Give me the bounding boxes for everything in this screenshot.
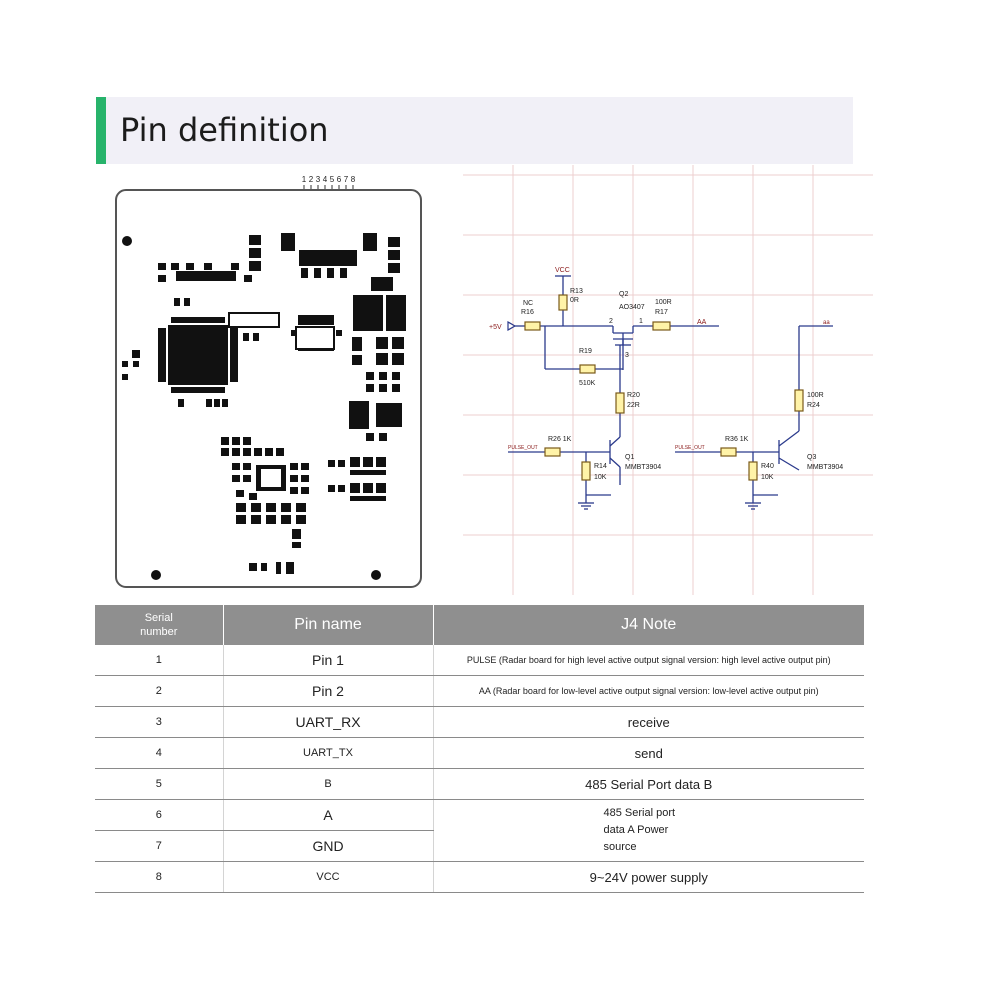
- merged-note-line: source: [603, 841, 637, 853]
- connector-pin-label: 5: [330, 175, 335, 184]
- mosfet-q2: [612, 326, 634, 346]
- r40-value: 10K: [761, 474, 774, 481]
- pin-name-cell: Pin 1: [222, 645, 433, 676]
- section-header: Pin definition: [96, 97, 853, 164]
- header-accent-bar: [96, 97, 106, 164]
- note-cell: PULSE (Radar board for high level active…: [432, 645, 864, 676]
- table-row: 5 B 485 Serial Port data B: [95, 768, 864, 800]
- r19-value: 510K: [579, 380, 596, 387]
- col-header-serial-line1: Serial: [144, 612, 173, 624]
- serial-cell: 1: [95, 645, 223, 676]
- connector-pin-label: 2: [309, 175, 314, 184]
- q2-pin2-label: 2: [609, 318, 613, 325]
- r19-label: R19: [579, 348, 592, 355]
- pulse-out-label-1: PULSE_OUT: [508, 445, 538, 451]
- pin-name-cell: VCC: [222, 861, 433, 893]
- connector-pin-label: 7: [344, 175, 349, 184]
- mounting-hole: [371, 570, 381, 580]
- q2-part: AO3407: [619, 304, 645, 311]
- r17-value: 100R: [655, 299, 672, 306]
- serial-cell: 4: [95, 737, 223, 769]
- output-circuit-schematic: VCC +5V NC R16 R13 0R Q2 AO3407 100R R17…: [463, 165, 873, 595]
- col-header-pin-name: Pin name: [222, 605, 433, 645]
- pin-name-cell: UART_TX: [222, 737, 433, 769]
- r13-value: 0R: [570, 297, 579, 304]
- top-right-net-label: aa: [823, 320, 830, 326]
- note-cell: receive: [432, 706, 864, 738]
- r26-label: R26 1K: [548, 436, 572, 443]
- table-row: 1 Pin 1 PULSE (Radar board for high leve…: [95, 645, 864, 676]
- col-header-note: J4 Note: [432, 605, 864, 645]
- r36-label: R36 1K: [725, 436, 749, 443]
- r20-label: R20: [627, 392, 640, 399]
- mounting-hole: [122, 236, 132, 246]
- aa-net-label: AA: [697, 319, 707, 326]
- connector-pin-label: 3: [316, 175, 321, 184]
- plus5v-label: +5V: [489, 324, 502, 331]
- table-row: 8 VCC 9~24V power supply: [95, 861, 864, 893]
- merged-note-line: 485 Serial port: [603, 807, 676, 819]
- pin-name-cell: UART_RX: [222, 706, 433, 738]
- serial-cell: 6: [95, 799, 223, 831]
- pulse-out-label-2: PULSE_OUT: [675, 445, 705, 451]
- page-title: Pin definition: [120, 111, 329, 149]
- note-cell: AA (Radar board for low-level active out…: [432, 675, 864, 707]
- q3-label: Q3: [807, 454, 816, 461]
- serial-cell: 2: [95, 675, 223, 707]
- serial-cell: 7: [95, 830, 223, 862]
- q3-part: MMBT3904: [807, 464, 843, 471]
- table-row: 3 UART_RX receive: [95, 706, 864, 738]
- r13-label: R13: [570, 288, 583, 295]
- r20-value: 22R: [627, 402, 640, 409]
- r40-label: R40: [761, 463, 774, 470]
- pin-definition-table: Serial number Pin name J4 Note 1 Pin 1 P…: [95, 605, 864, 893]
- table-row: 4 UART_TX send: [95, 737, 864, 769]
- q1-label: Q1: [625, 454, 634, 461]
- table-row: 2 Pin 2 AA (Radar board for low-level ac…: [95, 675, 864, 707]
- pin-name-cell: Pin 2: [222, 675, 433, 707]
- vcc-label: VCC: [555, 267, 570, 274]
- q2-pin3-label: 3: [625, 352, 629, 359]
- connector-pin-label: 8: [351, 175, 356, 184]
- schematic-grid: [463, 165, 873, 595]
- r16-label: R16: [521, 309, 534, 316]
- connector-pin-label: 4: [323, 175, 328, 184]
- table-row: 6 A 485 Serial port data A Power source: [95, 799, 864, 862]
- r14-value: 10K: [594, 474, 607, 481]
- nc-label: NC: [523, 300, 533, 307]
- connector-pin-label: 6: [337, 175, 342, 184]
- merged-note-cell: 485 Serial port data A Power source: [432, 799, 864, 862]
- schematic-resistors: [524, 294, 804, 481]
- pin-name-cell: GND: [222, 830, 433, 862]
- serial-cell: 8: [95, 861, 223, 893]
- note-cell: send: [432, 737, 864, 769]
- col-header-serial: Serial number: [95, 605, 223, 645]
- q2-pin1-label: 1: [639, 318, 643, 325]
- r14-label: R14: [594, 463, 607, 470]
- schematic-wires: [508, 275, 833, 510]
- serial-cell: 5: [95, 768, 223, 800]
- pin-name-cell: B: [222, 768, 433, 800]
- serial-cell: 3: [95, 706, 223, 738]
- pcb-board-drawing: 1 2 3 4 5 6 7 8: [115, 175, 422, 588]
- mounting-hole: [151, 570, 161, 580]
- table-row: 7 GND: [95, 830, 864, 862]
- q1-part: MMBT3904: [625, 464, 661, 471]
- col-header-serial-line2: number: [140, 626, 178, 638]
- note-cell: 485 Serial Port data B: [432, 768, 864, 800]
- r17-label: R17: [655, 309, 668, 316]
- r24-value: 100R: [807, 392, 824, 399]
- note-cell: 9~24V power supply: [432, 861, 864, 893]
- r24-label: R24: [807, 402, 820, 409]
- merged-note-line: data A Power: [603, 824, 669, 836]
- q2-label: Q2: [619, 291, 628, 298]
- pin-name-cell: A: [222, 799, 433, 831]
- table-header-row: Serial number Pin name J4 Note: [95, 605, 864, 645]
- connector-pin-label: 1: [302, 175, 307, 184]
